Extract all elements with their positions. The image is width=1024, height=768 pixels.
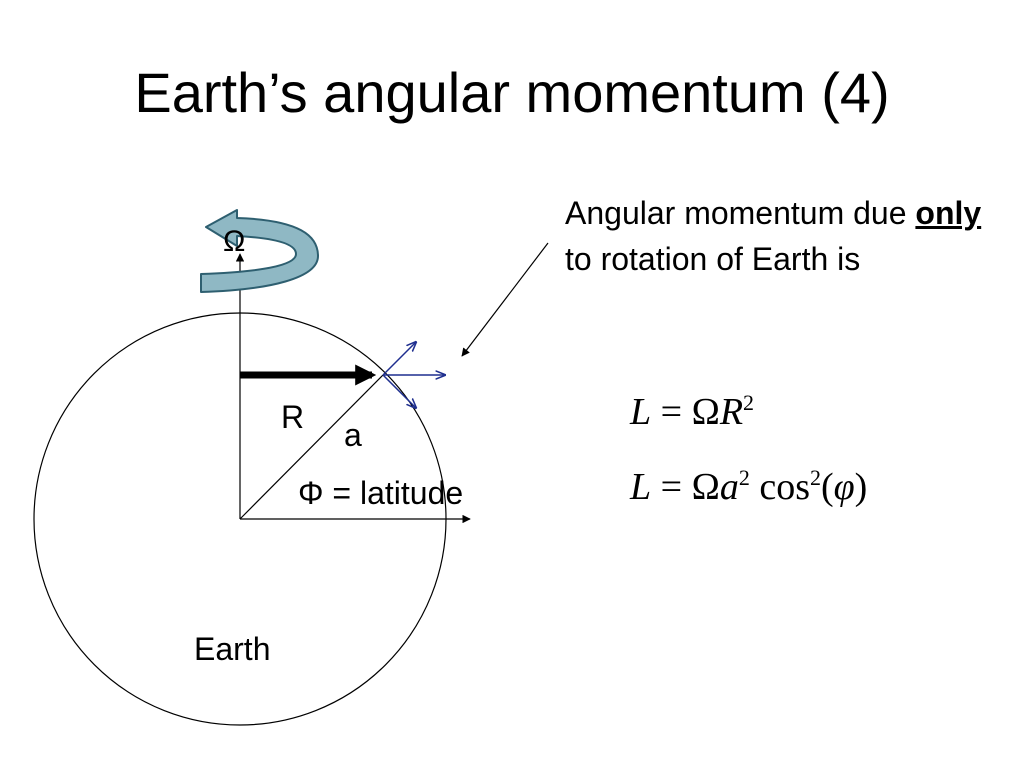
eq2-cos-exponent: 2 [809,465,821,490]
slide-title: Earth’s angular momentum (4) [134,61,890,124]
eq1-equals: = [651,391,692,433]
eq1-l: L [630,391,652,433]
eq2-a-exponent: 2 [738,465,750,490]
explanation-emphasis: only [915,195,982,231]
radius-a-line [239,374,384,520]
omega-symbol: Ω [223,225,245,258]
velocity-vector-down [382,374,416,408]
explanation-text: Angular momentum due only to rotation of… [565,190,1005,282]
latitude-label: Φ = latitude [298,475,463,511]
eq2-phi: φ [833,466,855,508]
eq2-a: a [719,466,739,508]
eq2-l: L [630,466,652,508]
explanation-part1: Angular momentum due [565,195,907,231]
eq2-omega: Ω [691,466,720,508]
earth-label: Earth [194,631,270,667]
equation-l-omega-r: L = ΩR2 [630,390,754,434]
eq2-close-paren: ) [854,466,868,508]
eq1-r: R [719,391,744,433]
a-label: a [344,417,362,453]
eq1-omega: Ω [691,391,720,433]
eq2-cos: cos [749,466,810,508]
eq1-exponent: 2 [743,390,755,415]
velocity-vector-up [382,342,416,376]
equation-l-omega-a-cos: L = Ωa2 cos2(φ) [630,465,867,509]
eq2-equals: = [651,466,692,508]
explanation-part2: to rotation of Earth is [565,241,861,277]
pointer-line [461,242,549,357]
eq2-open-paren: ( [820,466,834,508]
rotation-arrow [200,209,319,293]
radius-label: R [281,399,304,435]
